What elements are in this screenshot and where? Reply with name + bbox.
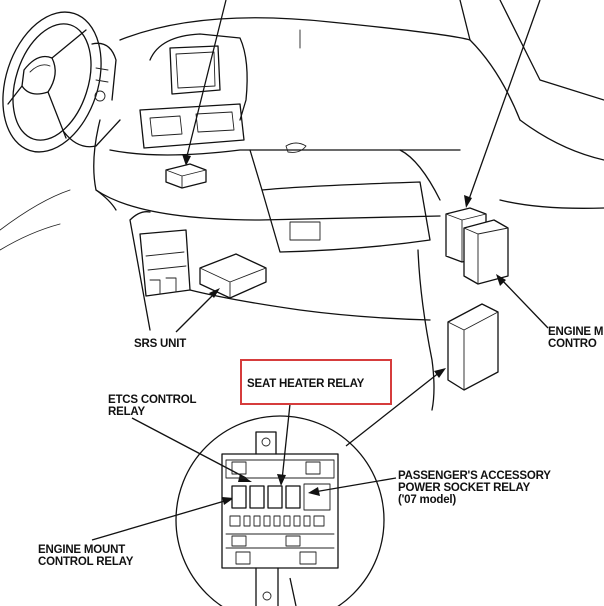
etcs-label-2: RELAY [108,406,145,418]
engine-mount-left-label-2: CONTROL RELAY [38,556,134,568]
etcs-label-1: ETCS CONTROL [108,394,196,406]
engine-mount-left-label-1: ENGINE MOUNT [38,544,125,556]
srs-unit-box [199,253,267,299]
seat-heater-highlight [240,359,392,405]
engine-mount-right-label-2: CONTRO [548,338,597,350]
engine-mount-right-label-1: ENGINE M [548,326,603,338]
passenger-socket-label-1: PASSENGER'S ACCESSORY [398,470,551,482]
seat-heater-label: SEAT HEATER RELAY [247,378,365,390]
dash-relay-box [165,163,207,189]
fuse-box [447,303,499,391]
leader-lines [91,0,549,606]
magnified-relay-view [175,415,385,606]
passenger-socket-label-3: ('07 model) [398,494,456,506]
passenger-socket-label-2: POWER SOCKET RELAY [398,482,531,494]
steering-wheel [2,11,121,153]
right-relay-pair [445,207,509,285]
dashboard-outline [0,0,604,411]
srs-unit-label: SRS UNIT [134,338,186,350]
fuse-row [229,515,325,527]
